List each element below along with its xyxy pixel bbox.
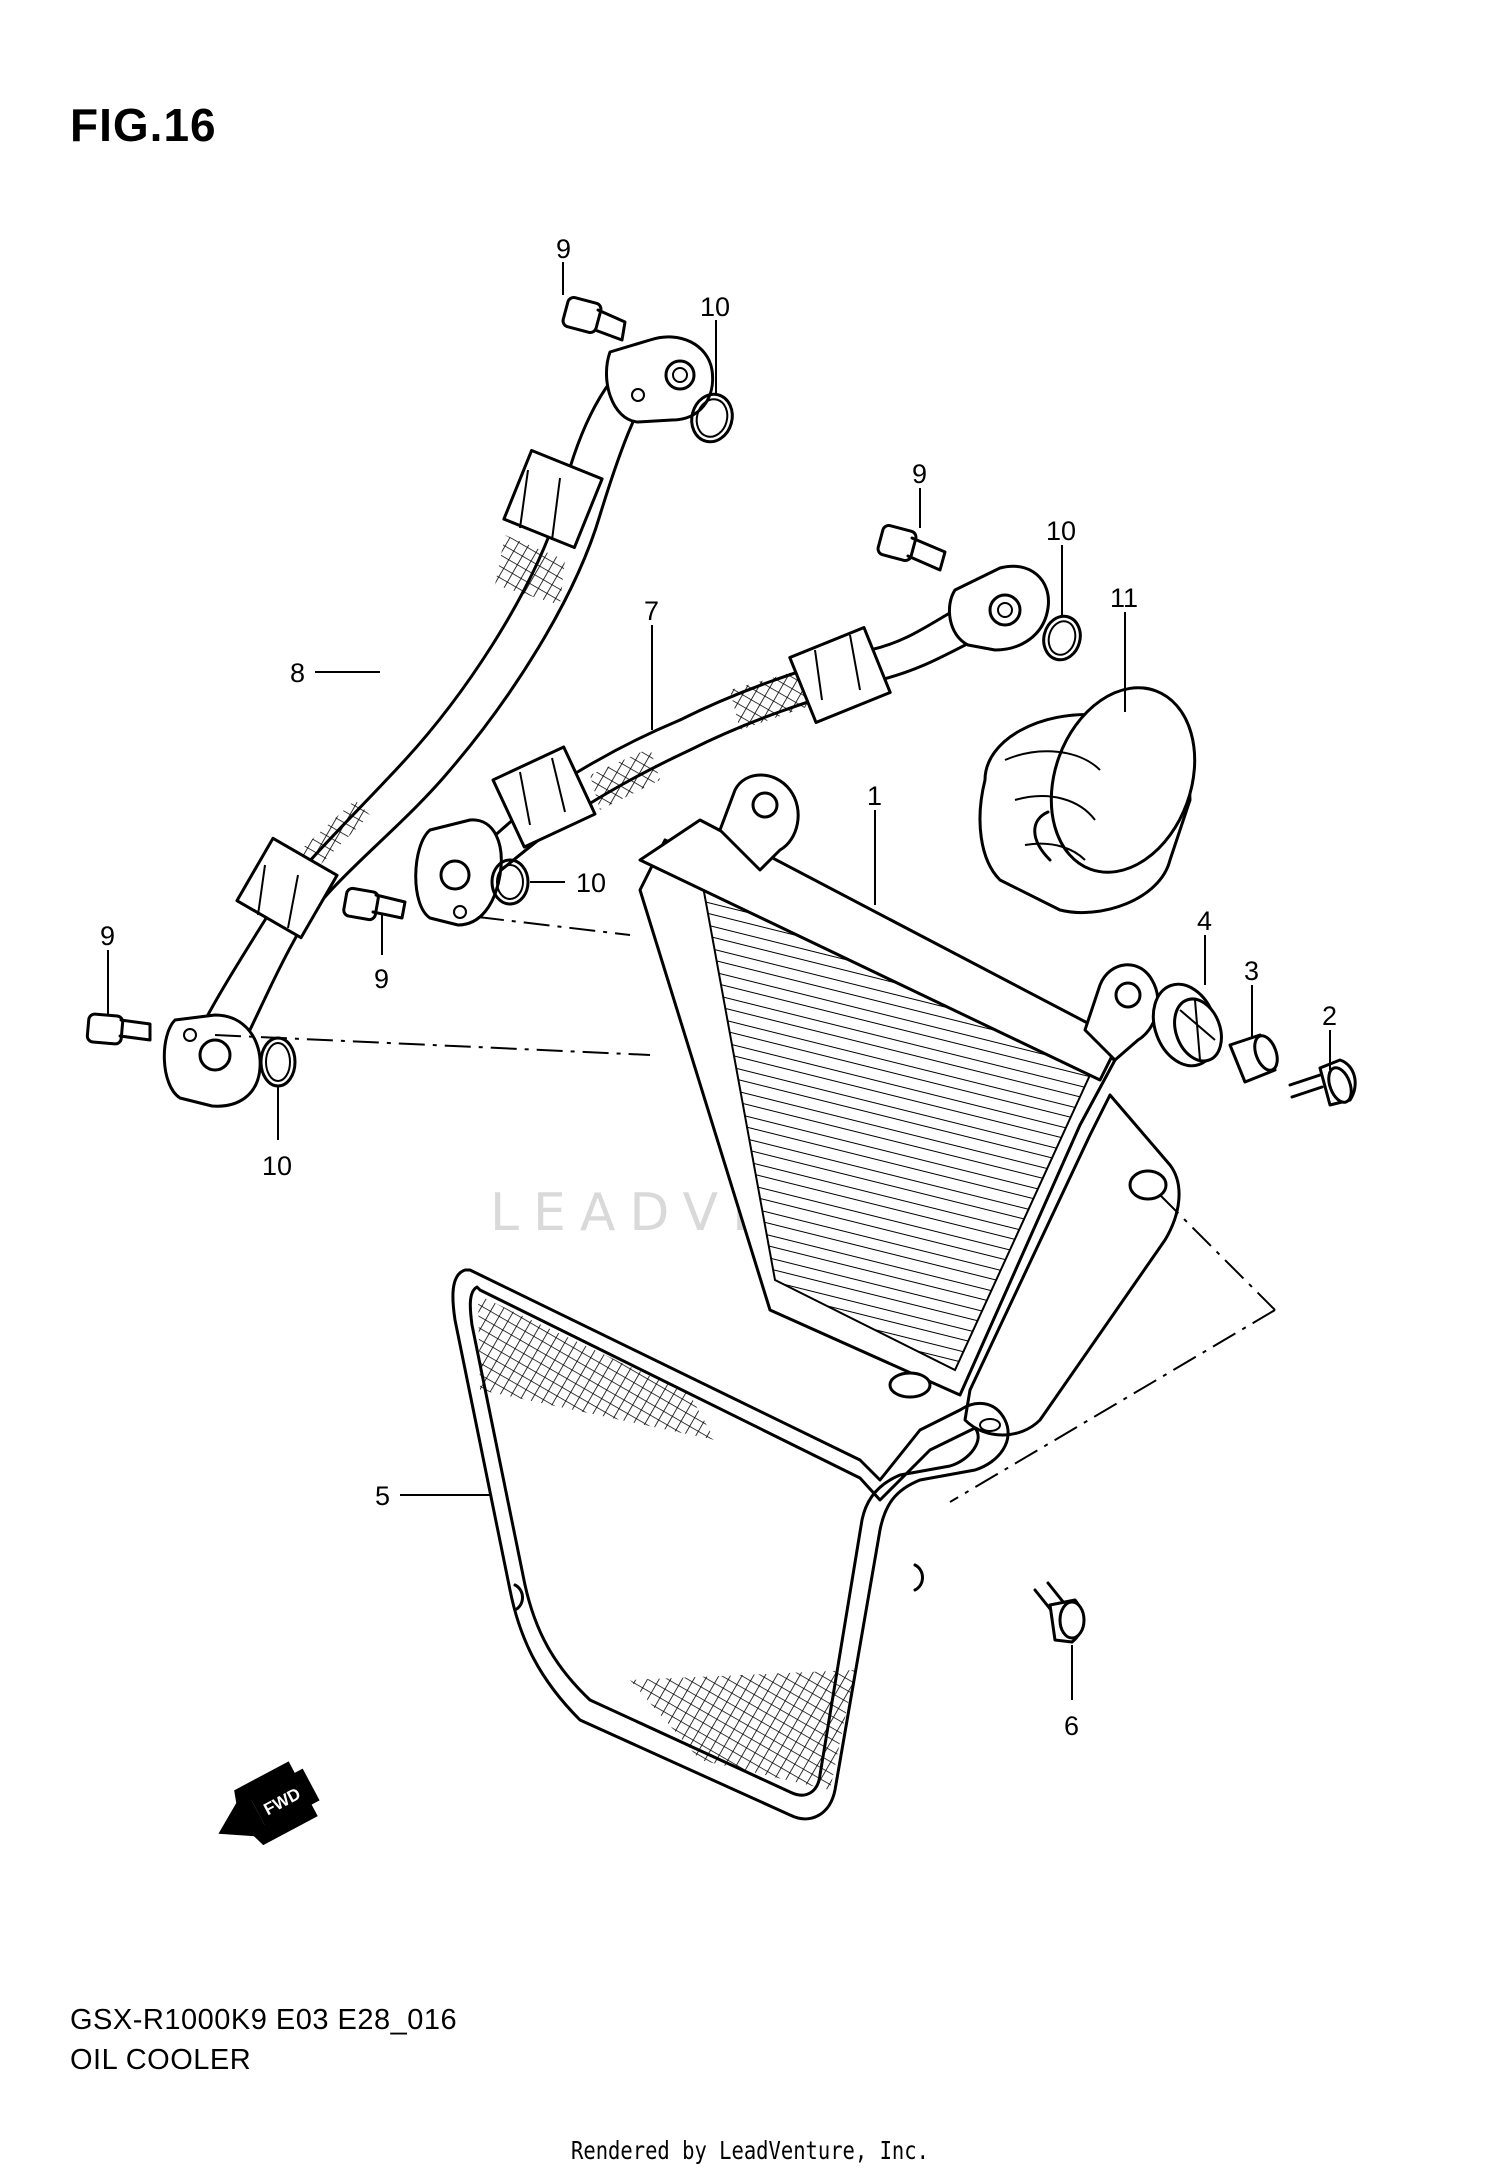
callout-10-center: 10 (576, 868, 606, 898)
callout-4: 4 (1197, 906, 1212, 936)
callout-9-mid: 9 (912, 459, 927, 489)
leader-lines (107, 262, 1331, 1700)
cooler-guard-5 (451, 1268, 1010, 1821)
oil-filter-11 (978, 686, 1197, 915)
diagram-code: GSX-R1000K9 E03 E28_016 (70, 2004, 458, 2036)
render-credit: Rendered by LeadVenture, Inc. (571, 2136, 929, 2165)
o-ring-10-mid (1042, 614, 1082, 662)
bolt-6 (1033, 1581, 1086, 1644)
callout-8: 8 (290, 658, 305, 688)
callout-2: 2 (1322, 1001, 1337, 1031)
callout-1: 1 (867, 781, 882, 811)
figure-title: FIG.16 (70, 99, 217, 151)
o-ring-10-top (690, 392, 734, 444)
bolt-9-center (342, 886, 407, 922)
collar-3 (1228, 1033, 1279, 1084)
oil-hose-7 (414, 564, 1050, 927)
callout-10-top: 10 (700, 292, 730, 322)
callout-3: 3 (1244, 956, 1259, 986)
callout-9-left: 9 (100, 921, 115, 951)
oil-cooler-core-1 (638, 773, 1181, 1437)
bolt-9-top (561, 295, 627, 342)
callout-9-center: 9 (374, 964, 389, 994)
bolt-2 (1288, 1058, 1357, 1107)
diagram-name: OIL COOLER (70, 2044, 252, 2076)
callout-10-bottom: 10 (262, 1151, 292, 1181)
callout-labels: 9 10 9 10 11 7 8 1 10 9 9 4 3 2 10 5 6 (100, 234, 1337, 1741)
oil-hose-8 (162, 335, 715, 1108)
o-ring-10-center (490, 858, 530, 906)
bolt-9-left (85, 1012, 152, 1046)
callout-10-mid: 10 (1046, 516, 1076, 546)
callout-6: 6 (1064, 1711, 1079, 1741)
callout-11: 11 (1110, 583, 1138, 613)
grommet-4 (1151, 982, 1223, 1068)
callout-7: 7 (644, 596, 659, 626)
callout-9-top: 9 (556, 234, 571, 264)
callout-5: 5 (375, 1481, 390, 1511)
forward-arrow-icon: FWD (218, 1761, 320, 1846)
o-ring-10-bottom (259, 1036, 297, 1088)
bolt-9-mid (876, 523, 947, 572)
